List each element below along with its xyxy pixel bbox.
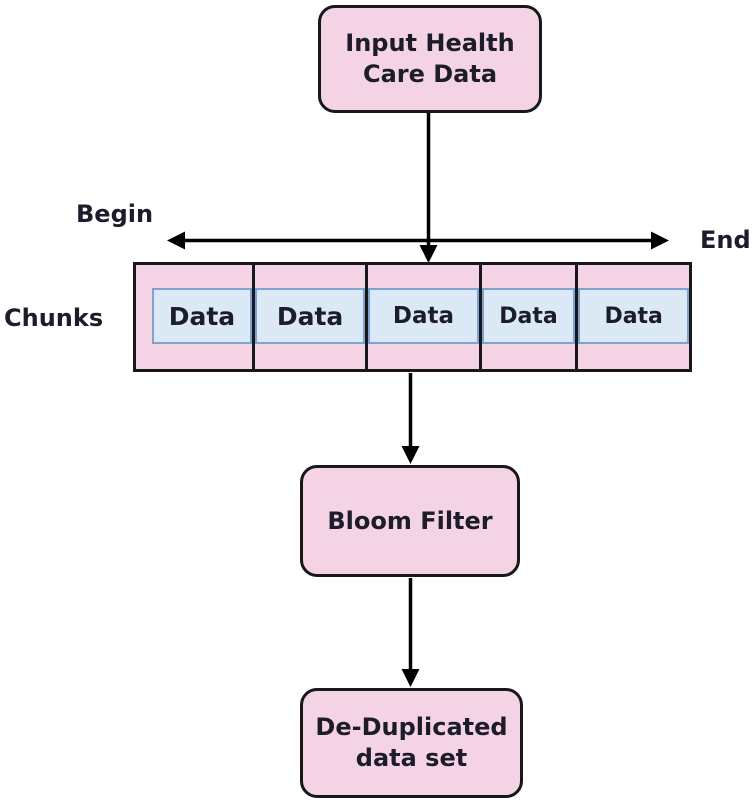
data-box-5: Data (578, 288, 689, 344)
node-input-health-care-data: Input Health Care Data (318, 5, 542, 113)
node-input-line1: Input Health (345, 29, 515, 57)
data-box-1: Data (152, 288, 252, 344)
chunk-cell-3: Data (368, 265, 482, 369)
arrow-down-input-to-chunks-icon (419, 113, 438, 263)
data-label: Data (499, 303, 558, 329)
data-box-2: Data (254, 288, 366, 344)
node-dedup-line2: data set (355, 744, 468, 772)
chunk-cell-4: Data (481, 265, 579, 369)
node-input-line2: Care Data (362, 60, 498, 88)
data-box-4: Data (481, 288, 576, 344)
node-deduplicated-data-set: De-Duplicated data set (300, 688, 523, 798)
data-label: Data (604, 303, 663, 329)
begin-label: Begin (76, 200, 154, 228)
arrow-down-bloom-to-dedup-icon (401, 578, 420, 687)
chunks-label: Chunks (4, 304, 104, 332)
data-label: Data (276, 301, 344, 331)
end-label: End (700, 226, 751, 254)
chunk-cell-1: Data (136, 265, 255, 369)
chunk-cell-5: Data (578, 265, 689, 369)
data-label: Data (392, 303, 454, 329)
data-box-3: Data (368, 288, 479, 344)
node-dedup-line1: De-Duplicated (315, 713, 508, 741)
data-label: Data (168, 301, 236, 331)
node-bloom-filter: Bloom Filter (300, 465, 520, 577)
double-headed-arrow-icon (167, 231, 669, 250)
arrow-down-chunks-to-bloom-icon (401, 373, 420, 464)
node-bloom-label: Bloom Filter (327, 506, 493, 535)
chunk-cell-2: Data (254, 265, 369, 369)
chunks-row: Data Data Data Data Data (133, 262, 692, 372)
